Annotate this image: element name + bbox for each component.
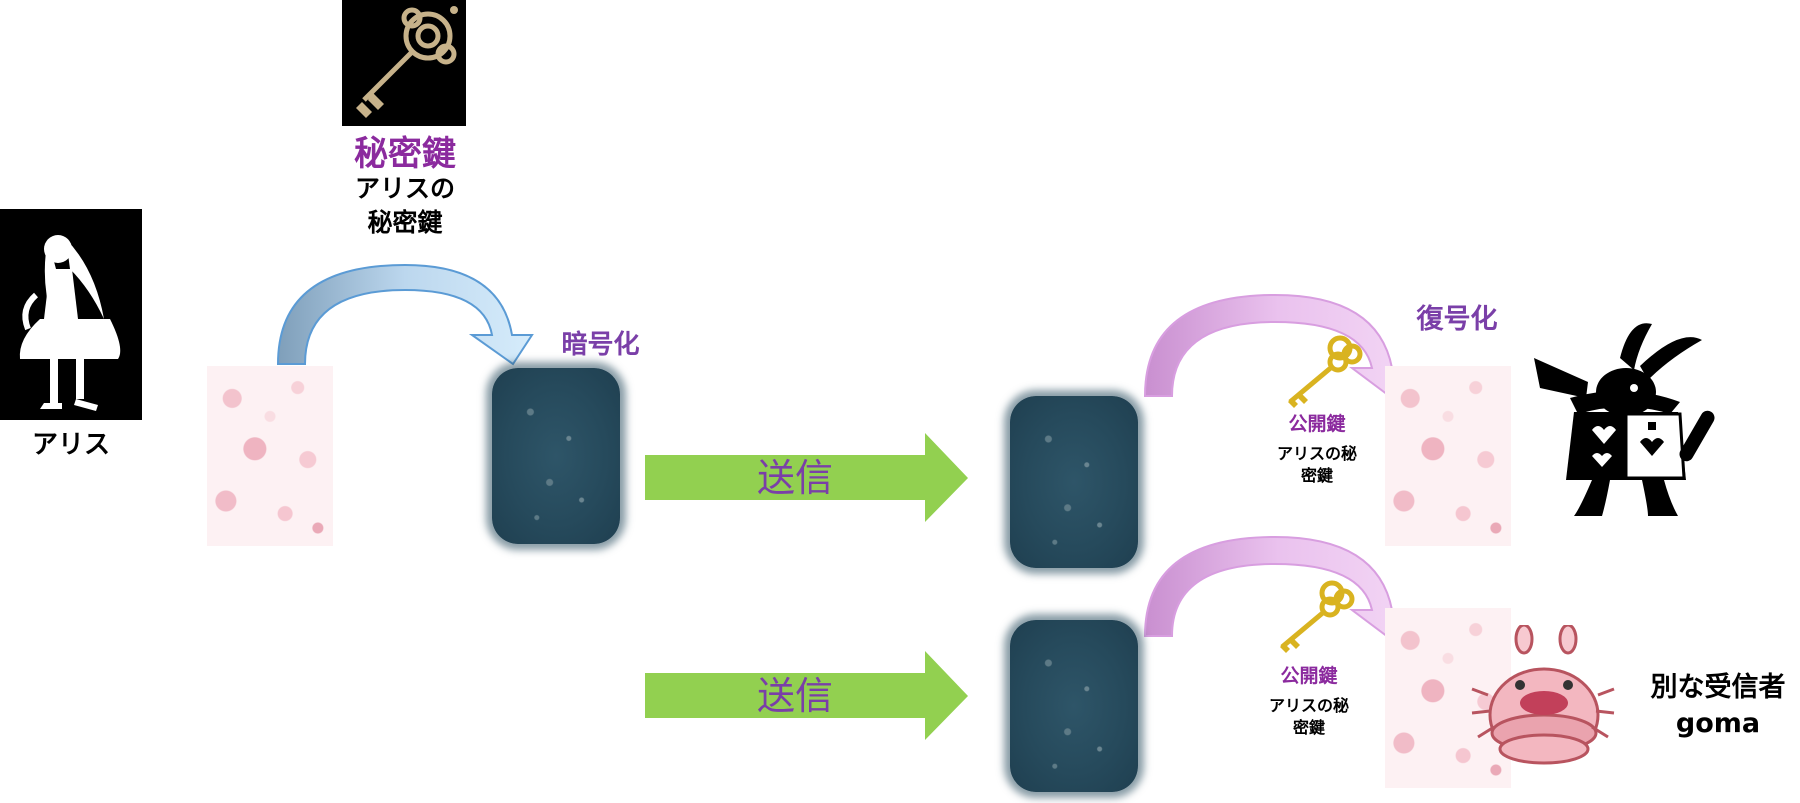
goma-character-icon [1471, 625, 1615, 765]
alice-image [0, 209, 142, 420]
secret-key-title: 秘密鍵 [354, 134, 456, 174]
send-label-top: 送信 [756, 456, 833, 500]
decrypt-label: 復号化 [1416, 304, 1498, 335]
encrypted-document-alice [492, 368, 620, 544]
alice-silhouette-icon [19, 235, 121, 411]
cipher-texture [492, 368, 620, 544]
send-label-bottom: 送信 [756, 674, 833, 718]
secret-key-owner-line1: アリスの [354, 174, 455, 203]
antique-key-icon [356, 6, 458, 118]
white-rabbit-icon [1534, 323, 1715, 516]
public-key-title-bottom: 公開鍵 [1280, 665, 1338, 687]
public-key-desc-bottom-line2: 密鍵 [1292, 718, 1325, 737]
public-key-title-top: 公開鍵 [1288, 413, 1346, 435]
send-arrow-bottom [645, 651, 968, 740]
cipher-texture [1010, 620, 1138, 792]
public-key-desc-top-line2: 密鍵 [1300, 466, 1333, 485]
other-receiver-line2: goma [1675, 708, 1761, 739]
other-receiver-line1: 別な受信者 [1650, 672, 1786, 703]
encrypt-label: 暗号化 [561, 330, 640, 360]
public-key-desc-bottom-line1: アリスの秘 [1268, 696, 1349, 715]
secret-key-image [342, 0, 466, 126]
encrypted-document-received-bottom [1010, 620, 1138, 792]
plaintext-document-decrypted-bottom [1385, 608, 1511, 788]
plaintext-document-alice [207, 366, 333, 546]
alice-label: アリス [31, 430, 110, 460]
secret-key-owner-line2: 秘密鍵 [367, 208, 443, 237]
encrypted-document-received-top [1010, 396, 1138, 568]
plaintext-document-decrypted-top [1385, 366, 1511, 546]
gold-key-icon-top [1288, 335, 1363, 408]
cipher-texture [1010, 396, 1138, 568]
send-arrow-top [645, 433, 968, 522]
gold-key-icon-bottom [1280, 580, 1355, 653]
encrypt-curved-arrow [276, 263, 534, 366]
public-key-desc-top-line1: アリスの秘 [1276, 444, 1357, 463]
